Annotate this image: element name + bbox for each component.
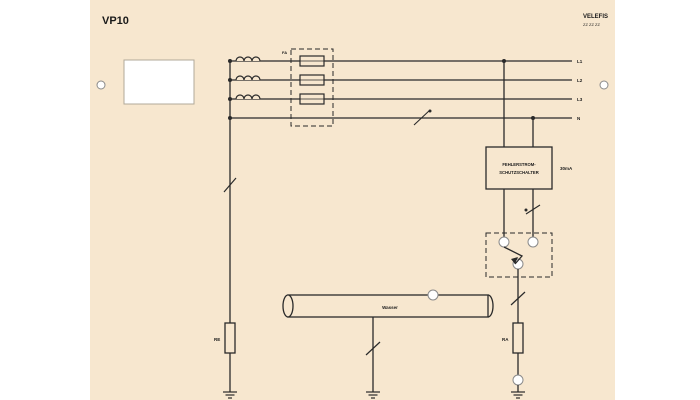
appliance-terminal-1 [498,236,510,248]
right-break-mark [510,291,526,306]
rcd-output-break-mark [525,204,541,215]
ground-icon-pipe [366,391,380,399]
diagram-panel: VP10 VELEFIS ZZ ZZ ZZ FA L1 L2 L3 N [90,0,615,400]
n-line-break-mark [413,109,431,126]
logo-line-2: ZZ ZZ ZZ [583,22,600,27]
pipe-terminal [427,289,439,301]
rcd-rating-label: 30mA [560,166,573,171]
earth-resistor-right [512,322,524,354]
rcd-box [485,146,553,190]
logo-line-1: VELEFIS [583,14,608,20]
fuses [299,55,325,105]
left-break-mark [223,177,237,193]
rcd-output-dot [524,208,528,212]
mounting-hole-left [96,80,106,90]
pipe-label: Wasser [382,305,398,310]
appliance-box [485,232,553,278]
panel-title: VP10 [102,15,129,27]
rcd-label-line-2: SCHUTZSCHALTER [499,170,538,175]
transformer-coils [235,56,261,100]
display-window [123,59,195,105]
fuse-group-box [290,48,334,127]
right-ground-terminal [512,374,524,386]
ground-icon-right [511,391,525,399]
label-n: N [577,116,580,121]
fault-arrowhead [511,257,518,264]
mounting-hole-right [599,80,609,90]
label-l2: L2 [577,78,583,83]
label-l3: L3 [577,97,583,102]
label-ra: RA [502,337,509,342]
label-l1: L1 [577,59,583,64]
rcd-feed-lines [503,61,534,147]
earth-resistor-left [224,322,236,354]
water-pipe [282,294,494,318]
ground-icon-left [223,391,237,399]
circuit-diagram: VP10 VELEFIS ZZ ZZ ZZ FA L1 L2 L3 N [90,0,615,400]
label-re: RE [214,337,220,342]
supply-lines [230,60,572,119]
n-line-dot [428,109,432,113]
pipe-break-mark [365,341,381,356]
appliance-terminal-2 [527,236,539,248]
fuse-group-label: FA [282,50,287,55]
fault-arrow [503,246,524,265]
rcd-label-line-1: FEHLERSTROM- [502,162,536,167]
